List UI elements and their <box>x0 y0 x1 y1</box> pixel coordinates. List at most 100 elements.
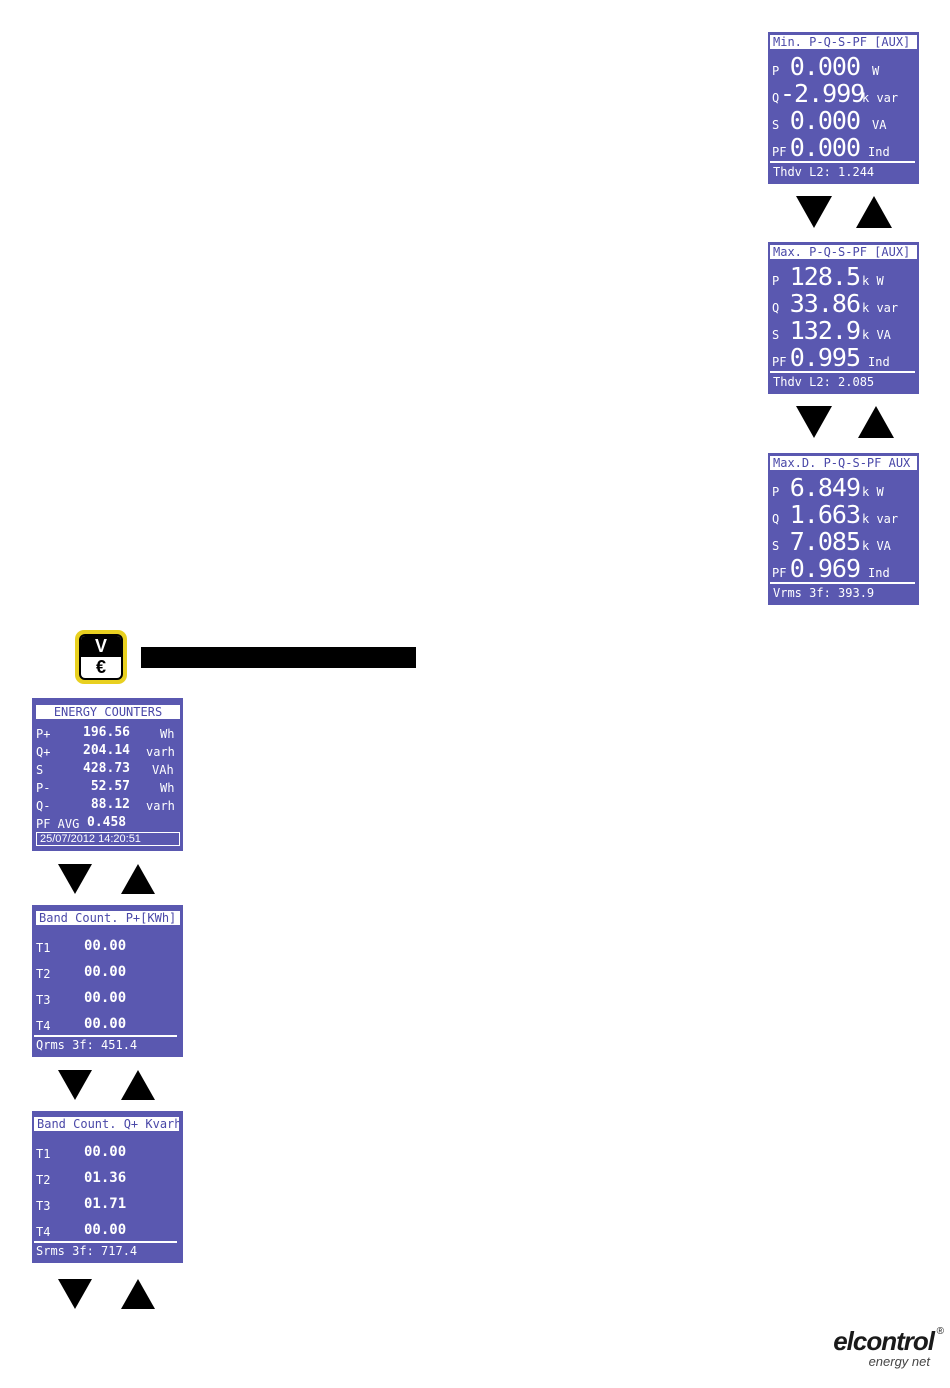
screen-row: S 132.9 k VA <box>768 316 919 345</box>
scroll-up-arrow-icon <box>858 406 894 438</box>
row-label: PF <box>772 566 787 580</box>
screen-row: P+ 196.56 Wh <box>32 725 183 743</box>
row-value: 88.12 <box>90 797 130 812</box>
lcd-screen-energy-counters: ENERGY COUNTERS P+ 196.56 Wh Q+ 204.14 v… <box>32 698 183 851</box>
scroll-up-arrow-icon <box>856 196 892 228</box>
lcd-screen-min: Min. P-Q-S-PF [AUX] P 0.000 W Q -2.999 k… <box>768 32 919 184</box>
screen-row: T3 00.00 <box>32 987 183 1011</box>
scroll-up-arrow-icon <box>121 864 155 894</box>
euro-glyph: € <box>95 657 106 677</box>
screen-title: Max. P-Q-S-PF [AUX] <box>770 245 917 259</box>
row-label: PF AVG <box>36 817 80 831</box>
screen-row: PF 0.995 Ind <box>768 343 919 372</box>
screen-footer: Srms 3f: 717.4 <box>36 1244 138 1258</box>
elcontrol-logo: elcontrol ® energy net <box>806 1326 944 1374</box>
row-label: P+ <box>36 727 51 741</box>
row-label: T2 <box>36 967 51 981</box>
row-unit: k W <box>862 485 884 499</box>
row-unit: k W <box>862 274 884 288</box>
row-value: 01.71 <box>84 1196 127 1212</box>
screen-row: S 7.085 k VA <box>768 527 919 556</box>
screen-row: Q- 88.12 varh <box>32 797 183 815</box>
row-value: 6.849 <box>789 473 861 502</box>
lcd-screen-max: Max. P-Q-S-PF [AUX] P 128.5 k W Q 33.86 … <box>768 242 919 394</box>
screen-footer: Thdv L2: 1.244 <box>773 165 875 179</box>
energy-cost-icon: V € <box>75 630 127 684</box>
row-value: 00.00 <box>84 990 127 1006</box>
screen-row: P 128.5 k W <box>768 262 919 291</box>
scroll-down-arrow-icon <box>796 406 832 438</box>
screen-footer: Qrms 3f: 451.4 <box>36 1038 138 1052</box>
row-value: 7.085 <box>789 527 861 556</box>
row-unit: k VA <box>862 539 891 553</box>
row-label: Q+ <box>36 745 51 759</box>
scroll-down-arrow-icon <box>58 1070 92 1100</box>
row-label: P <box>772 64 780 78</box>
row-value: 00.00 <box>84 938 127 954</box>
row-unit: VA <box>872 118 887 132</box>
lcd-screen-band-count-p: Band Count. P+[KWh] T1 00.00 T2 00.00 T3… <box>32 905 183 1057</box>
row-label: T3 <box>36 1199 51 1213</box>
row-label: Q <box>772 91 780 105</box>
row-label: T1 <box>36 941 51 955</box>
row-label: PF <box>772 145 787 159</box>
screen-footer: Vrms 3f: 393.9 <box>773 586 875 600</box>
screen-row: T2 01.36 <box>32 1167 183 1191</box>
screen-footer: 25/07/2012 14:20:51 <box>40 833 141 845</box>
row-value: -2.999 <box>780 79 865 108</box>
row-value: 33.86 <box>789 289 861 318</box>
screen-title: Band Count. P+[KWh] <box>36 911 180 925</box>
row-unit: k var <box>862 301 899 315</box>
row-label: T4 <box>36 1225 51 1239</box>
scroll-down-arrow-icon <box>58 1279 92 1309</box>
row-unit: Wh <box>160 781 175 795</box>
screen-row: T2 00.00 <box>32 961 183 985</box>
screen-row: S 428.73 VAh <box>32 761 183 779</box>
brand-tagline: energy net <box>868 1354 930 1369</box>
row-value: 00.00 <box>84 964 127 980</box>
footer-divider <box>34 1035 177 1037</box>
row-label: T4 <box>36 1019 51 1033</box>
row-value: 0.969 <box>789 554 861 583</box>
row-unit: Ind <box>868 566 890 580</box>
row-label: P <box>772 274 780 288</box>
row-label: P <box>772 485 780 499</box>
row-label: Q <box>772 512 780 526</box>
row-value: 52.57 <box>90 779 130 794</box>
screen-row: T1 00.00 <box>32 1141 183 1165</box>
row-value: 428.73 <box>83 761 130 776</box>
row-unit: varh <box>146 799 175 813</box>
scroll-up-arrow-icon <box>121 1070 155 1100</box>
row-label: PF <box>772 355 787 369</box>
row-label: S <box>36 763 44 777</box>
screen-title: Max.D. P-Q-S-PF AUX <box>770 456 917 470</box>
screen-footer: Thdv L2: 2.085 <box>773 375 875 389</box>
row-label: Q- <box>36 799 51 813</box>
row-value: 1.663 <box>789 500 861 529</box>
row-value: 0.995 <box>789 343 861 372</box>
row-value: 0.458 <box>87 815 127 830</box>
row-value: 0.000 <box>789 133 861 162</box>
row-unit: k VA <box>862 328 891 342</box>
screen-title: ENERGY COUNTERS <box>36 705 180 719</box>
screen-row: T4 00.00 <box>32 1219 183 1243</box>
row-label: S <box>772 328 780 342</box>
row-label: T3 <box>36 993 51 1007</box>
row-value: 00.00 <box>84 1222 127 1238</box>
scroll-down-arrow-icon <box>58 864 92 894</box>
footer-divider <box>770 582 915 584</box>
lcd-screen-max-demand: Max.D. P-Q-S-PF AUX P 6.849 k W Q 1.663 … <box>768 453 919 605</box>
screen-title: Min. P-Q-S-PF [AUX] <box>770 35 917 49</box>
scroll-up-arrow-icon <box>121 1279 155 1309</box>
screen-row: Q -2.999 k var <box>768 79 919 108</box>
row-label: P- <box>36 781 51 795</box>
screen-row: P 0.000 W <box>768 52 919 81</box>
registered-mark: ® <box>936 1326 944 1337</box>
row-unit: k var <box>862 512 899 526</box>
screen-title: Band Count. Q+ Kvarh <box>34 1117 179 1131</box>
row-label: Q <box>772 301 780 315</box>
screen-row: PF 0.000 Ind <box>768 133 919 162</box>
row-unit: k var <box>862 91 899 105</box>
lcd-screen-band-count-q: Band Count. Q+ Kvarh T1 00.00 T2 01.36 T… <box>32 1111 183 1263</box>
screen-row: T4 00.00 <box>32 1013 183 1037</box>
